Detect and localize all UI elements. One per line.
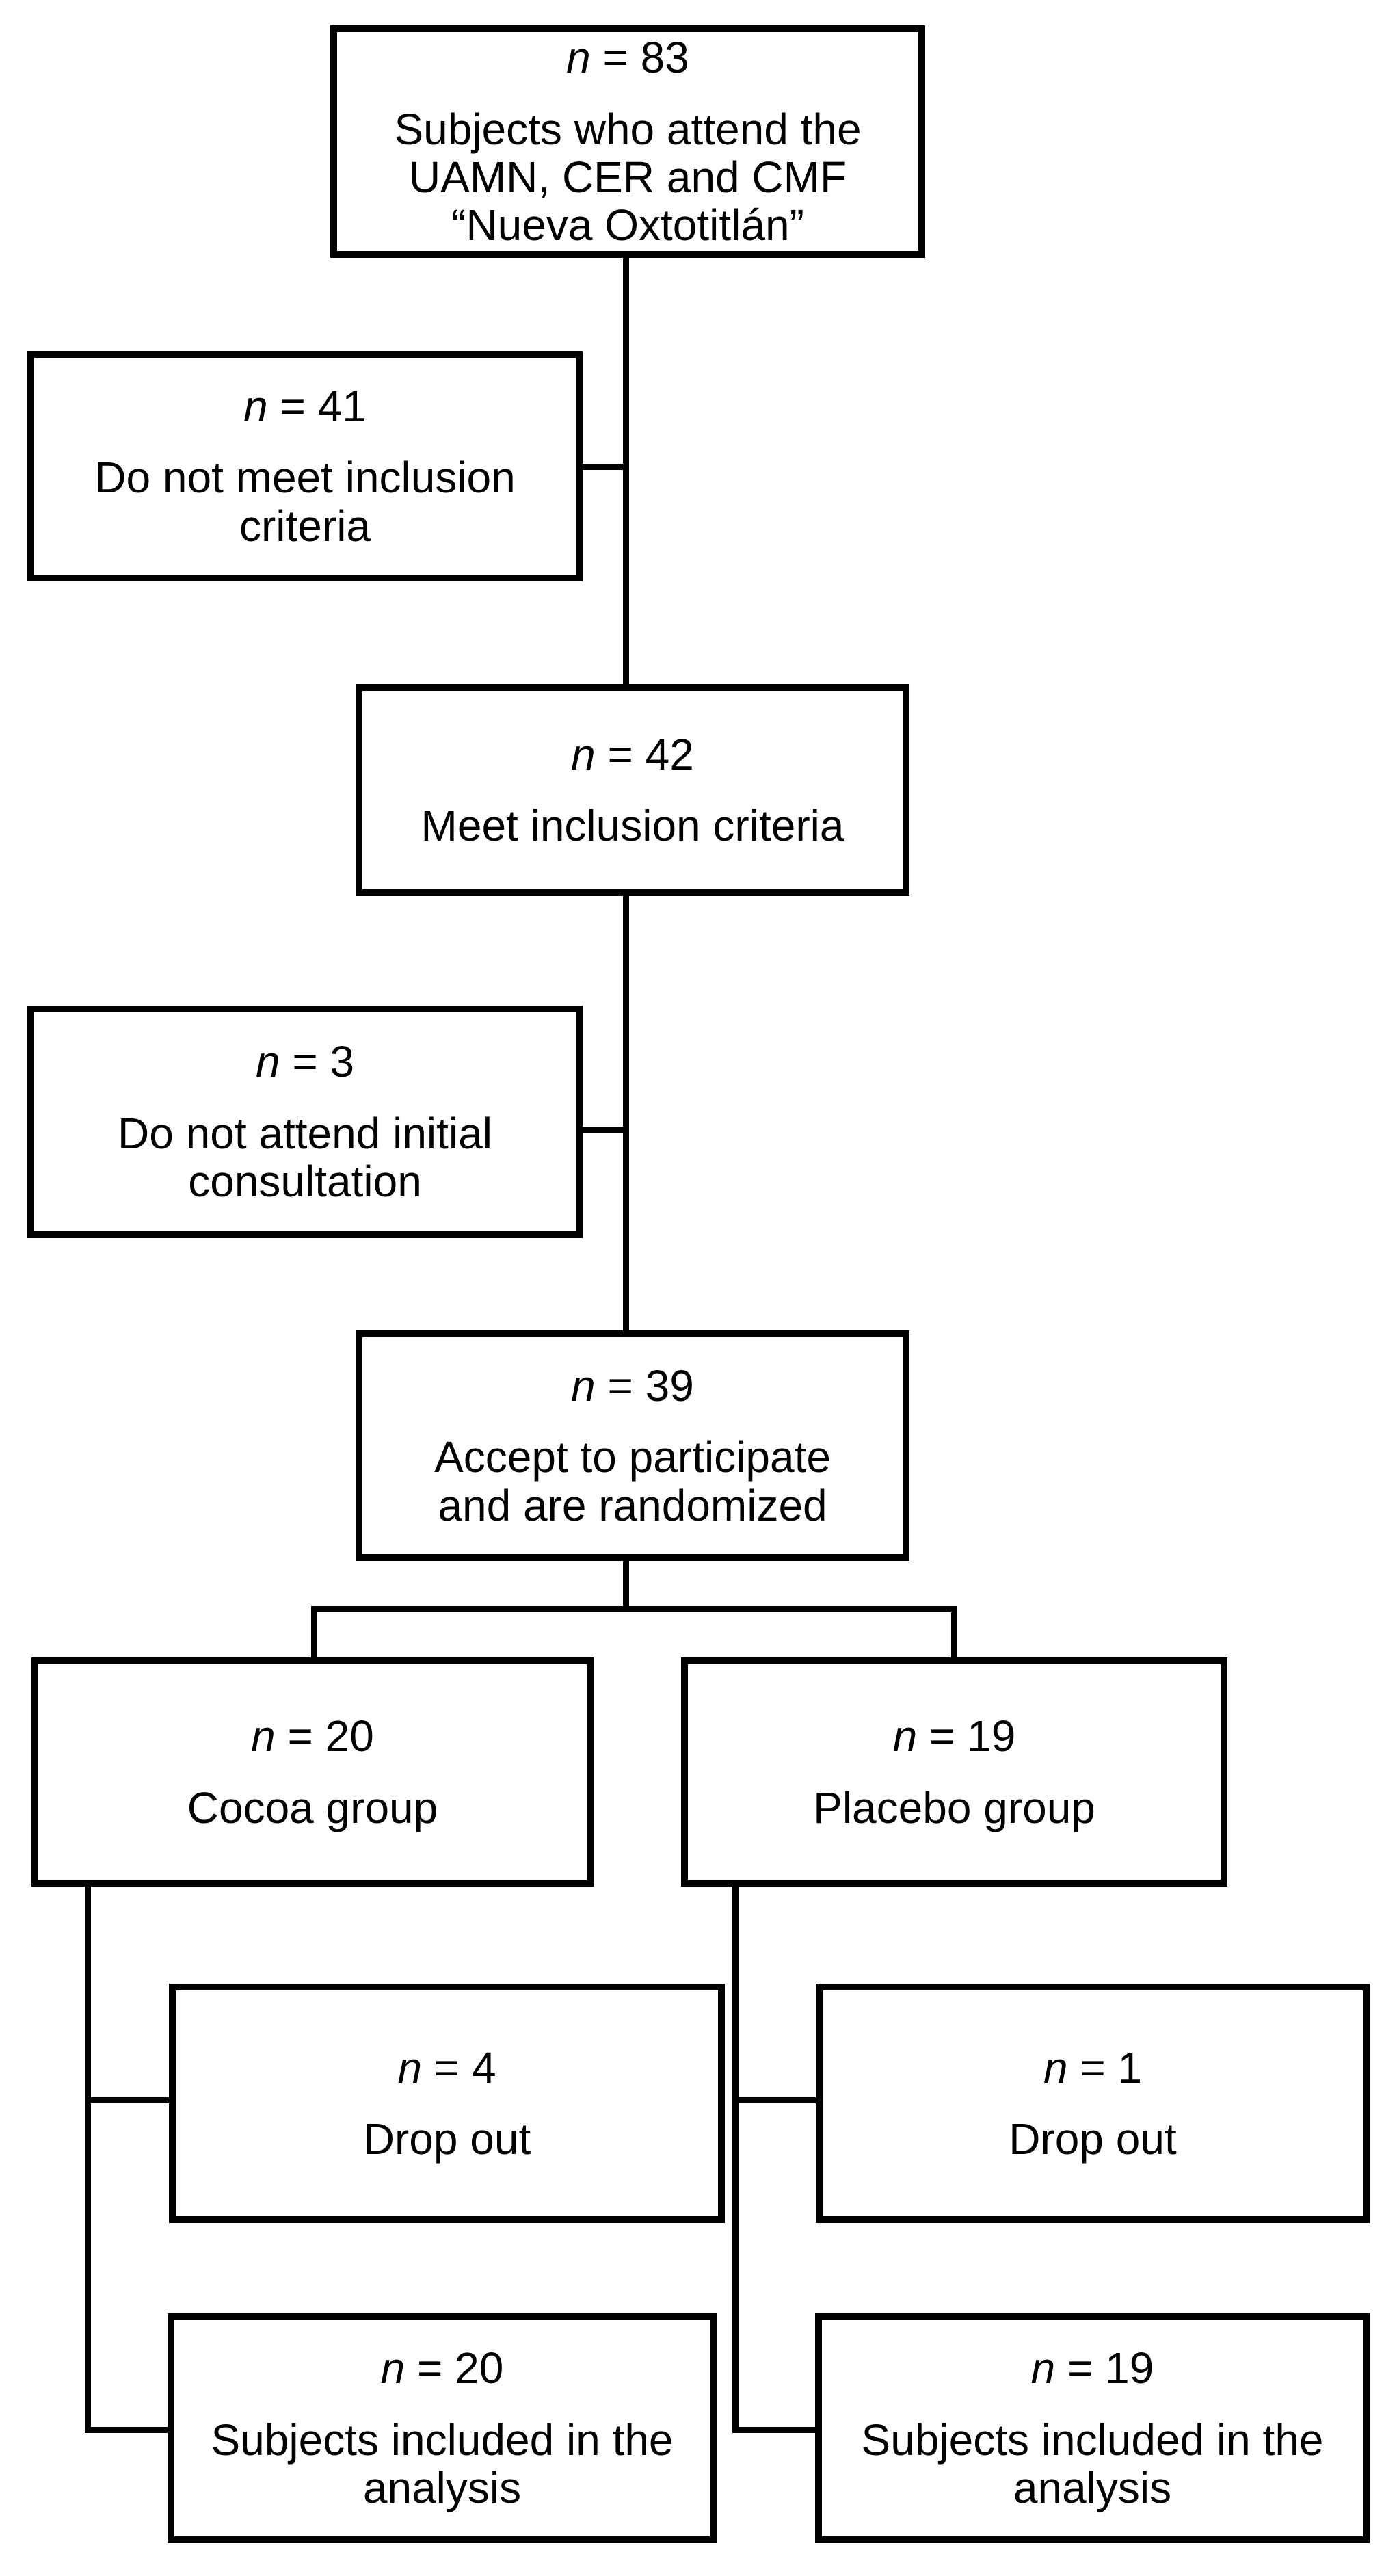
n-symbol: n bbox=[397, 2042, 423, 2092]
flow-box-placebo-group: n = 19 Placebo group bbox=[681, 1657, 1227, 1887]
connector-split-stub-cocoa bbox=[311, 1606, 317, 1657]
connector-vertical-meet-to-randomized bbox=[623, 896, 629, 1330]
n-symbol: n bbox=[255, 1037, 280, 1087]
count-line: n = 39 bbox=[571, 1362, 694, 1410]
n-symbol: n bbox=[380, 2343, 405, 2393]
connector-horizontal-placebo-dropout bbox=[732, 2097, 816, 2103]
n-count: = 20 bbox=[287, 1711, 374, 1761]
n-count: = 42 bbox=[607, 729, 694, 779]
connector-vertical-placebo-branch bbox=[732, 1881, 739, 2433]
flow-box-meet-criteria: n = 42 Meet inclusion criteria bbox=[356, 684, 909, 896]
n-count: = 41 bbox=[280, 381, 367, 431]
flow-box-no-initial-consultation: n = 3 Do not attend initial consultation bbox=[27, 1006, 583, 1238]
n-count: = 4 bbox=[434, 2042, 496, 2092]
connector-split-stub-placebo bbox=[951, 1606, 957, 1657]
box-label: Placebo group bbox=[813, 1783, 1095, 1832]
flow-box-cocoa-analysis: n = 20 Subjects included in the analysis bbox=[168, 2313, 717, 2543]
count-line: n = 42 bbox=[571, 729, 694, 779]
flow-box-placebo-dropout: n = 1 Drop out bbox=[816, 1984, 1370, 2223]
count-line: n = 19 bbox=[1031, 2344, 1154, 2392]
connector-horizontal-cocoa-dropout bbox=[85, 2097, 169, 2103]
n-count: = 39 bbox=[607, 1361, 694, 1410]
n-count: = 20 bbox=[417, 2343, 504, 2393]
n-symbol: n bbox=[566, 33, 591, 83]
box-label: Drop out bbox=[362, 2114, 531, 2164]
connector-vertical-cocoa-branch bbox=[85, 1881, 91, 2433]
n-count: = 19 bbox=[929, 1711, 1016, 1761]
n-symbol: n bbox=[251, 1711, 276, 1761]
n-symbol: n bbox=[1030, 2343, 1056, 2393]
n-count: = 83 bbox=[602, 33, 689, 83]
count-line: n = 3 bbox=[256, 1038, 354, 1086]
box-label: Subjects included in the analysis bbox=[211, 2415, 674, 2513]
count-line: n = 41 bbox=[243, 382, 367, 430]
connector-split-horizontal bbox=[311, 1606, 957, 1612]
n-count: = 1 bbox=[1080, 2042, 1143, 2092]
connector-horizontal-not-meet bbox=[583, 464, 629, 470]
box-label: Do not attend initial consultation bbox=[118, 1108, 492, 1207]
flow-box-not-meet-criteria: n = 41 Do not meet inclusion criteria bbox=[27, 351, 583, 581]
box-label: Subjects included in the analysis bbox=[861, 2415, 1324, 2513]
connector-horizontal-cocoa-analysis bbox=[85, 2427, 168, 2433]
count-line: n = 20 bbox=[251, 1712, 374, 1760]
flow-box-randomized: n = 39 Accept to participate and are ran… bbox=[356, 1330, 909, 1561]
box-label: Cocoa group bbox=[187, 1783, 438, 1832]
box-label: Subjects who attend the UAMN, CER and CM… bbox=[394, 104, 862, 250]
connector-horizontal-placebo-analysis bbox=[732, 2427, 815, 2433]
n-count: = 3 bbox=[292, 1037, 355, 1087]
n-symbol: n bbox=[571, 729, 596, 779]
connector-vertical-randomized-to-split bbox=[623, 1561, 629, 1609]
box-label: Meet inclusion criteria bbox=[421, 801, 844, 850]
box-label: Accept to participate and are randomized bbox=[434, 1432, 831, 1530]
count-line: n = 19 bbox=[893, 1712, 1016, 1760]
flow-box-cocoa-group: n = 20 Cocoa group bbox=[31, 1657, 594, 1887]
n-symbol: n bbox=[892, 1711, 918, 1761]
n-count: = 19 bbox=[1067, 2343, 1154, 2393]
count-line: n = 20 bbox=[381, 2344, 504, 2392]
flow-box-cocoa-dropout: n = 4 Drop out bbox=[169, 1984, 725, 2223]
n-symbol: n bbox=[243, 381, 268, 431]
count-line: n = 83 bbox=[566, 34, 689, 81]
count-line: n = 1 bbox=[1043, 2042, 1143, 2092]
flow-box-attend: n = 83 Subjects who attend the UAMN, CER… bbox=[330, 25, 925, 258]
connector-horizontal-no-consultation bbox=[583, 1127, 629, 1133]
flow-box-placebo-analysis: n = 19 Subjects included in the analysis bbox=[815, 2313, 1370, 2543]
n-symbol: n bbox=[571, 1361, 596, 1410]
box-label: Drop out bbox=[1009, 2114, 1177, 2164]
box-label: Do not meet inclusion criteria bbox=[94, 453, 516, 551]
count-line: n = 4 bbox=[397, 2042, 496, 2092]
n-symbol: n bbox=[1043, 2042, 1068, 2092]
